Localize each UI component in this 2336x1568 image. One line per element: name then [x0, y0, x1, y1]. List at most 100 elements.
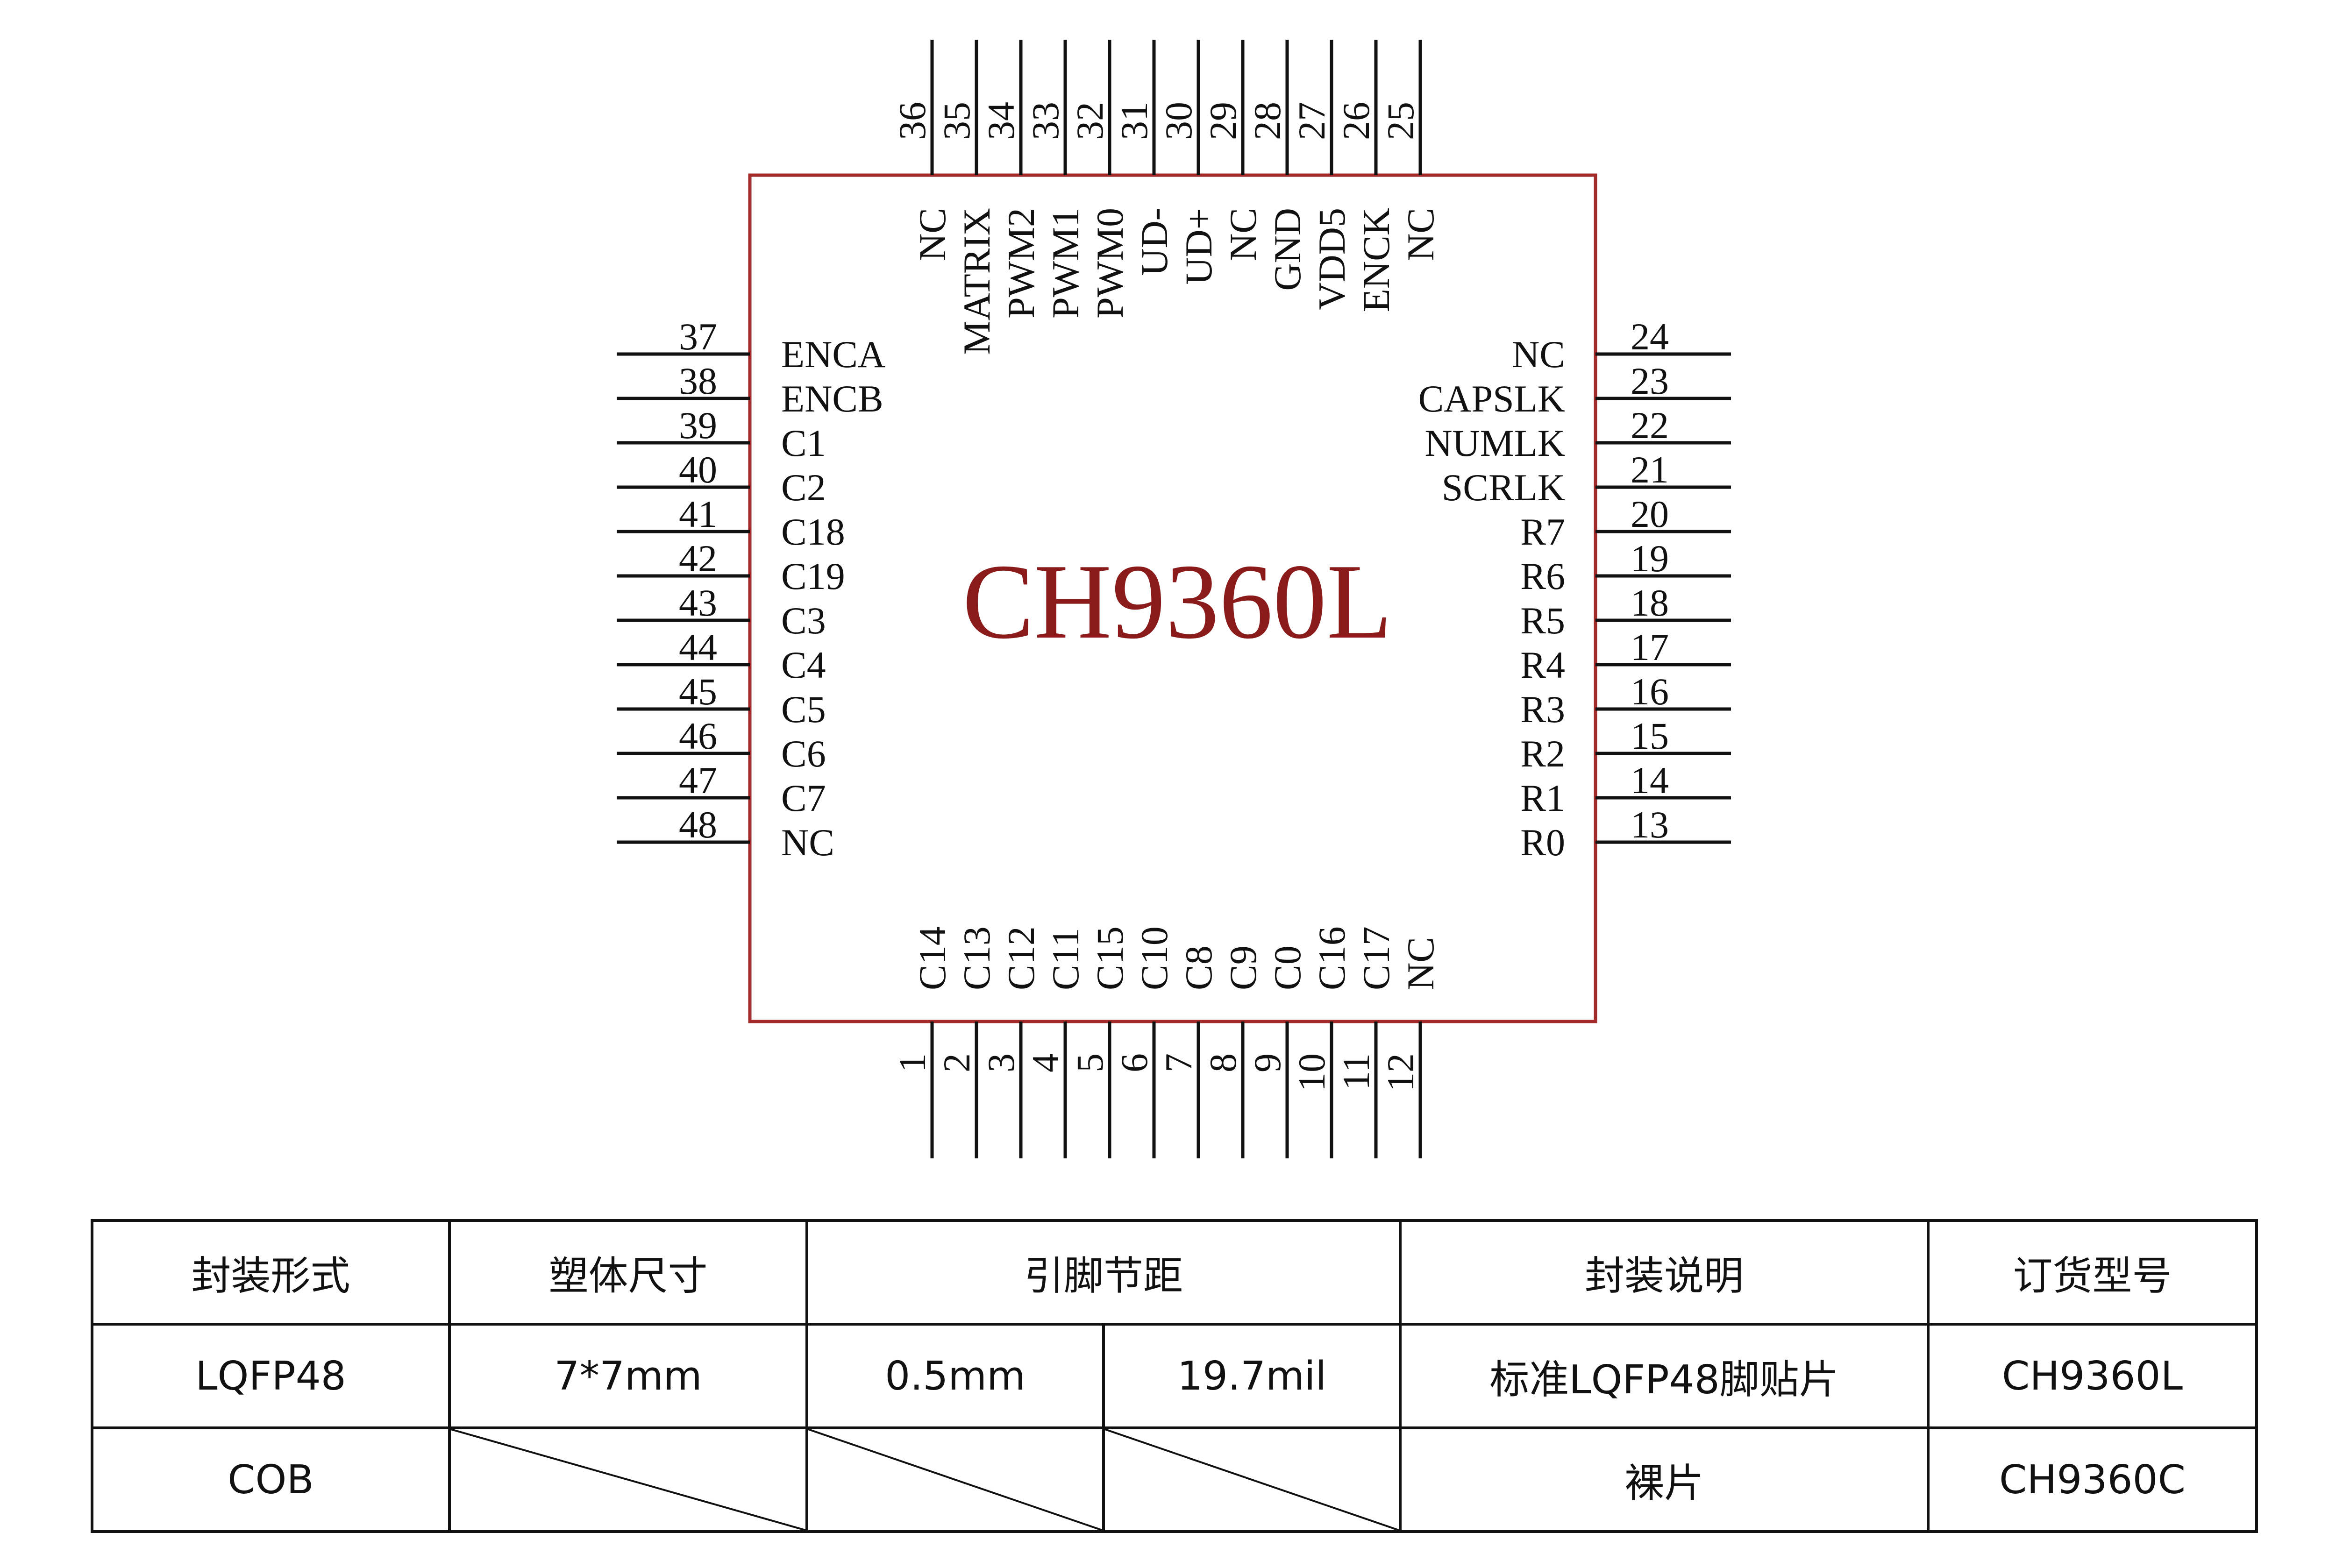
table-row: LQFP48 7*7mm 0.5mm 19.7mil 标准LQFP48脚贴片 C…: [91, 1323, 2258, 1429]
diagonal-line: [1105, 1429, 1399, 1530]
cell-order-model: CH9360C: [1927, 1426, 2258, 1533]
pin-label: C7: [781, 777, 826, 819]
pin-number: 18: [1631, 582, 1669, 624]
pin-number: 39: [679, 404, 717, 447]
pin-label: SCRLK: [1442, 466, 1565, 509]
pin-label: GND: [1266, 208, 1309, 291]
pin-label: C18: [781, 511, 845, 553]
pins-layer: 1C142C133C124C115C156C107C88C99C010C1611…: [617, 40, 1731, 1158]
pin-label: PWM0: [1089, 208, 1131, 319]
pin-label: C2: [781, 466, 826, 509]
pin-number: 22: [1631, 404, 1669, 447]
pin-label: CAPSLK: [1418, 377, 1565, 420]
table-header-row: 封装形式 塑体尺寸 引脚节距 封装说明 订货型号: [91, 1219, 2258, 1326]
pin-label: C12: [1000, 926, 1042, 990]
cell-package-form: LQFP48: [91, 1323, 451, 1429]
pin-label: C16: [1310, 926, 1353, 990]
pin-number: 36: [891, 102, 933, 140]
pin-label: C14: [911, 926, 954, 990]
pin-number: 28: [1246, 102, 1289, 140]
pin-label: UD+: [1177, 208, 1220, 285]
pinout-diagram: CH9360L 1C142C133C124C115C156C107C88C99C…: [617, 40, 1731, 1158]
table-row: COB 裸片 CH9360C: [91, 1426, 2258, 1533]
pin-label: C10: [1133, 926, 1175, 990]
cell-package-form: COB: [91, 1426, 451, 1533]
cell-body-size-na: [448, 1426, 808, 1533]
pin-label: C11: [1044, 928, 1087, 990]
pin-number: 23: [1631, 360, 1669, 402]
pin-label: ENCA: [781, 333, 885, 376]
pin-label: NC: [1512, 333, 1565, 376]
pin-label: R2: [1520, 732, 1565, 775]
pin-number: 27: [1290, 102, 1333, 140]
pin-number: 42: [679, 537, 717, 580]
pin-number: 44: [679, 626, 717, 668]
chip-title: CH9360L: [962, 542, 1392, 661]
pin-label: C8: [1177, 945, 1220, 990]
pin-label: C13: [955, 926, 998, 990]
cell-package-desc: 裸片: [1399, 1426, 1930, 1533]
pin-label: ENCB: [781, 377, 883, 420]
pin-label: C4: [781, 644, 826, 686]
pin-label: NC: [1399, 208, 1442, 261]
pin-number: 20: [1631, 493, 1669, 535]
pin-number: 15: [1631, 715, 1669, 757]
pin-label: C17: [1355, 926, 1397, 990]
cell-package-desc: 标准LQFP48脚贴片: [1399, 1323, 1930, 1429]
pin-label: C1: [781, 422, 826, 464]
pin-number: 5: [1068, 1053, 1111, 1072]
pin-number: 48: [679, 803, 717, 846]
pin-number: 24: [1631, 315, 1669, 358]
package-table: 封装形式 塑体尺寸 引脚节距 封装说明 订货型号 LQFP48 7*7mm 0.…: [91, 1219, 2258, 1533]
pin-number: 16: [1631, 670, 1669, 713]
pin-label: NUMLK: [1424, 422, 1565, 464]
pin-label: C6: [781, 732, 826, 775]
pin-number: 43: [679, 582, 717, 624]
pin-number: 12: [1379, 1053, 1422, 1092]
pin-label: MATRIX: [955, 208, 998, 355]
cell-pitch-mm: 0.5mm: [805, 1323, 1105, 1429]
pin-number: 4: [1024, 1053, 1067, 1072]
cell-pitch-mil: 19.7mil: [1102, 1323, 1402, 1429]
cell-pitch-mil-na: [1102, 1426, 1402, 1533]
pin-number: 3: [980, 1053, 1022, 1072]
pin-label: NC: [781, 821, 834, 864]
header-order-model: 订货型号: [1927, 1219, 2258, 1326]
diagonal-line: [808, 1429, 1102, 1530]
diagonal-line: [451, 1429, 805, 1530]
pin-number: 41: [679, 493, 717, 535]
pin-number: 30: [1157, 102, 1200, 140]
pin-number: 45: [679, 670, 717, 713]
pin-label: ENCK: [1355, 208, 1397, 312]
pin-number: 9: [1246, 1053, 1289, 1072]
pin-number: 32: [1068, 102, 1111, 140]
pin-number: 2: [935, 1053, 978, 1072]
pin-label: NC: [1399, 937, 1442, 990]
pin-number: 46: [679, 715, 717, 757]
pin-number: 10: [1290, 1053, 1333, 1092]
pin-label: UD-: [1133, 208, 1175, 276]
pin-number: 7: [1157, 1053, 1200, 1072]
cell-body-size: 7*7mm: [448, 1323, 808, 1429]
pin-number: 21: [1631, 448, 1669, 491]
pin-label: PWM2: [1000, 208, 1042, 319]
header-package-form: 封装形式: [91, 1219, 451, 1326]
pin-number: 33: [1024, 102, 1067, 140]
cell-order-model: CH9360L: [1927, 1323, 2258, 1429]
pin-label: R7: [1520, 511, 1565, 553]
pin-label: NC: [911, 208, 954, 261]
pin-number: 40: [679, 448, 717, 491]
chip-body: [748, 173, 1597, 1023]
pin-number: 14: [1631, 759, 1669, 802]
pin-label: R4: [1520, 644, 1565, 686]
pin-number: 1: [891, 1053, 933, 1072]
pin-number: 26: [1335, 102, 1377, 140]
pin-number: 19: [1631, 537, 1669, 580]
pin-number: 34: [980, 102, 1022, 140]
pin-number: 11: [1335, 1053, 1377, 1090]
header-package-desc: 封装说明: [1399, 1219, 1930, 1326]
pin-label: C0: [1266, 945, 1309, 990]
pin-label: C5: [781, 688, 826, 731]
pin-number: 25: [1379, 102, 1422, 140]
pin-label: PWM1: [1044, 208, 1087, 319]
